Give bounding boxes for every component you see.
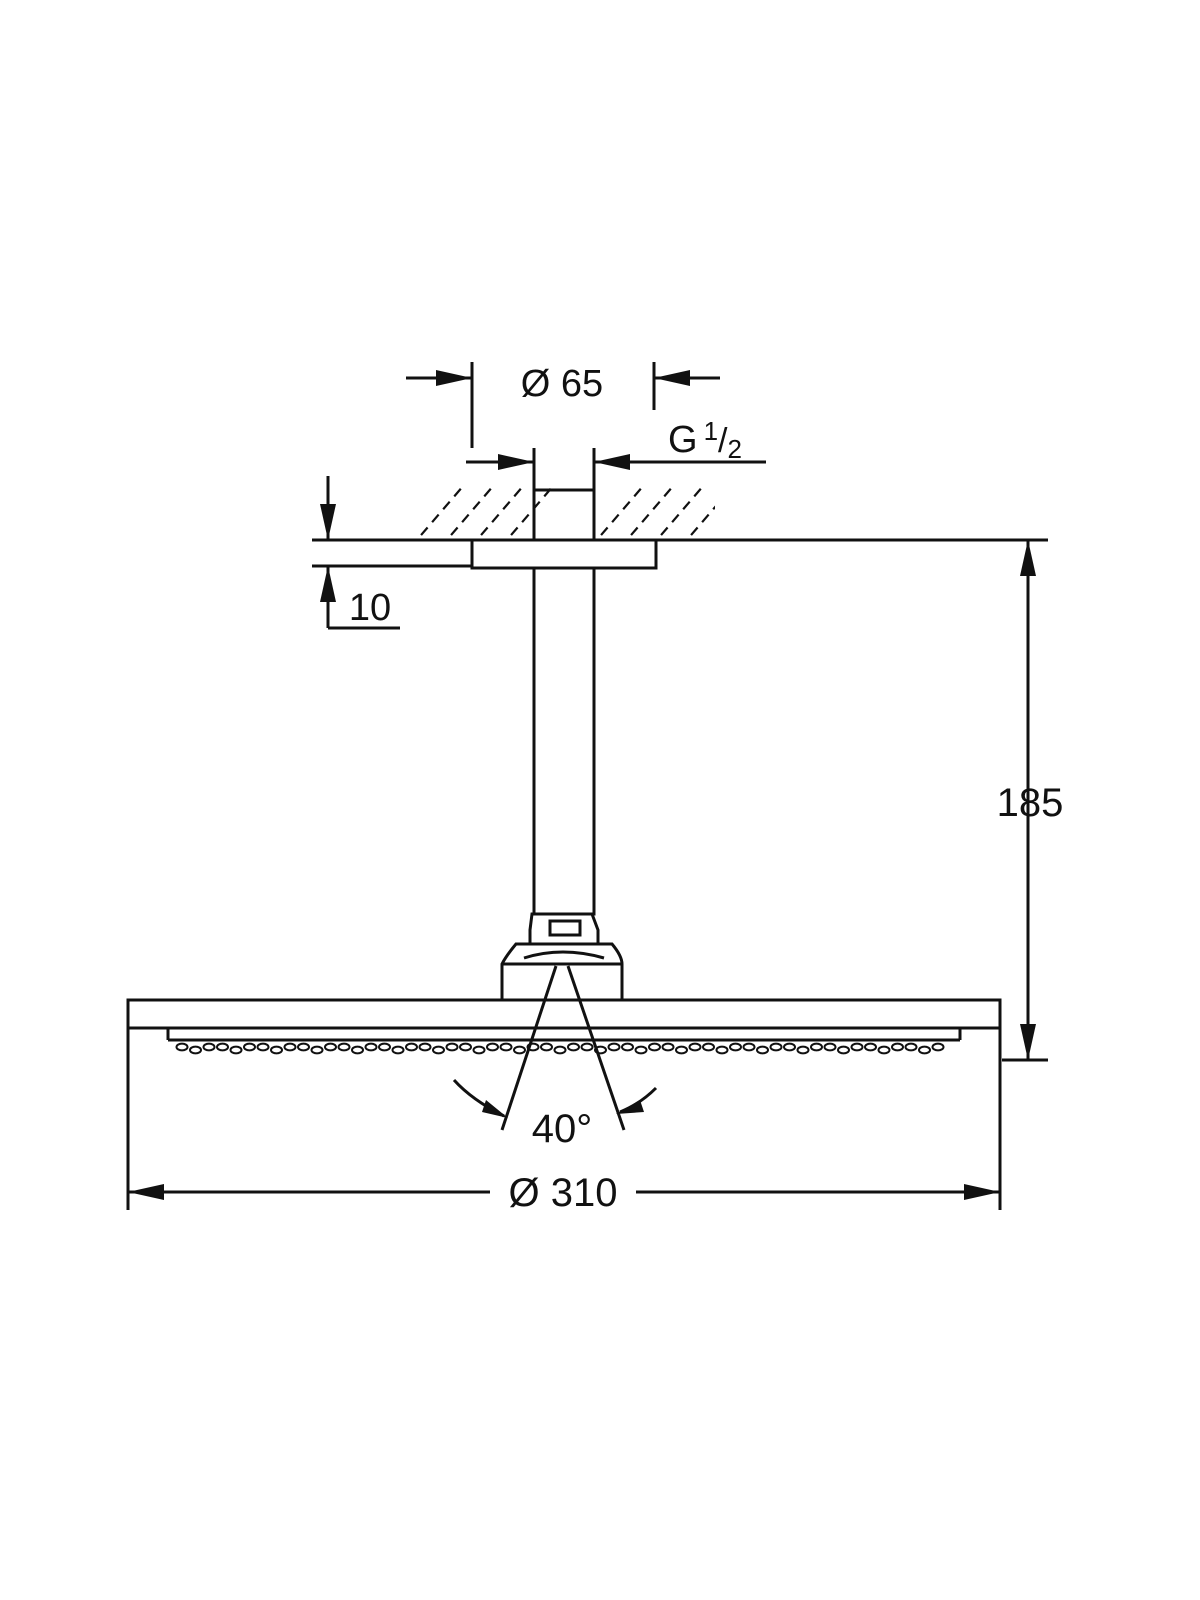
spray-nozzle bbox=[823, 1042, 837, 1052]
spray-nozzle bbox=[283, 1042, 297, 1052]
spray-nozzles bbox=[175, 1042, 945, 1055]
spray-nozzle bbox=[567, 1042, 580, 1052]
spray-nozzle bbox=[432, 1045, 445, 1055]
spray-nozzle bbox=[175, 1042, 189, 1052]
spray-nozzle bbox=[580, 1042, 594, 1052]
spray-nozzle bbox=[594, 1045, 607, 1055]
height-dimension bbox=[1002, 540, 1048, 1062]
ceiling-offset-label: 10 bbox=[349, 587, 391, 629]
spray-nozzle bbox=[486, 1042, 499, 1052]
spray-nozzle bbox=[459, 1042, 472, 1052]
spray-nozzle bbox=[675, 1045, 688, 1055]
spray-nozzle bbox=[189, 1045, 202, 1055]
spray-nozzle bbox=[297, 1042, 310, 1052]
swivel-joint bbox=[500, 912, 624, 1002]
spray-nozzle bbox=[837, 1045, 850, 1055]
spray-nozzle bbox=[378, 1042, 391, 1052]
spray-nozzle bbox=[405, 1042, 418, 1052]
spray-nozzle bbox=[351, 1045, 364, 1055]
shower-arm bbox=[532, 566, 596, 916]
spray-nozzle bbox=[931, 1042, 945, 1052]
spray-nozzle bbox=[891, 1042, 904, 1052]
spray-nozzle bbox=[661, 1042, 675, 1052]
spray-nozzle bbox=[553, 1045, 567, 1055]
spray-nozzle bbox=[472, 1045, 486, 1055]
spray-angle-label: 40° bbox=[532, 1107, 593, 1151]
head-diameter-dimension bbox=[126, 1028, 1002, 1210]
flange-diameter-label: Ø 65 bbox=[521, 363, 603, 405]
spray-nozzle bbox=[256, 1042, 270, 1052]
spray-nozzle bbox=[742, 1042, 756, 1052]
spray-nozzle bbox=[634, 1045, 648, 1055]
spray-nozzle bbox=[445, 1042, 459, 1052]
spray-nozzle bbox=[850, 1042, 864, 1052]
spray-nozzle bbox=[918, 1045, 931, 1055]
shower-head bbox=[126, 998, 1002, 1042]
thread-inlet bbox=[532, 488, 596, 542]
spray-nozzle bbox=[688, 1042, 702, 1052]
spray-nozzle bbox=[769, 1042, 783, 1052]
spray-nozzle bbox=[729, 1042, 742, 1052]
spray-nozzle bbox=[756, 1045, 769, 1055]
spray-nozzle bbox=[715, 1045, 729, 1055]
spray-nozzle bbox=[783, 1042, 796, 1052]
spray-nozzle bbox=[796, 1045, 810, 1055]
spray-nozzle bbox=[499, 1042, 513, 1052]
spray-nozzle bbox=[229, 1045, 243, 1055]
spray-nozzle bbox=[621, 1042, 634, 1052]
spray-nozzle bbox=[526, 1042, 540, 1052]
angle-arrow-right bbox=[616, 1100, 644, 1114]
spray-nozzle bbox=[337, 1042, 351, 1052]
spray-nozzle bbox=[216, 1042, 229, 1052]
ceiling-offset-dimension bbox=[312, 476, 472, 630]
spray-nozzle bbox=[810, 1042, 823, 1052]
ceiling-flange bbox=[470, 538, 658, 570]
spray-nozzle bbox=[202, 1042, 216, 1052]
spray-nozzle bbox=[243, 1042, 256, 1052]
spray-nozzle bbox=[391, 1045, 405, 1055]
spray-nozzle bbox=[270, 1045, 283, 1055]
spray-nozzle bbox=[540, 1042, 553, 1052]
spray-nozzle bbox=[364, 1042, 378, 1052]
spray-nozzle bbox=[513, 1045, 526, 1055]
spray-nozzle bbox=[702, 1042, 715, 1052]
flange-diameter-dimension bbox=[406, 362, 720, 448]
spray-nozzle bbox=[864, 1042, 877, 1052]
spray-nozzle bbox=[648, 1042, 661, 1052]
spray-nozzle bbox=[607, 1042, 621, 1052]
spray-nozzle bbox=[418, 1042, 432, 1052]
spray-nozzle bbox=[877, 1045, 891, 1055]
thread-dimension bbox=[466, 448, 766, 490]
height-label: 185 bbox=[997, 781, 1064, 825]
head-diameter-label: Ø 310 bbox=[509, 1171, 618, 1215]
spray-nozzle bbox=[904, 1042, 918, 1052]
spray-nozzle bbox=[324, 1042, 337, 1052]
angle-arrow-left bbox=[482, 1100, 508, 1118]
spray-nozzle bbox=[310, 1045, 324, 1055]
